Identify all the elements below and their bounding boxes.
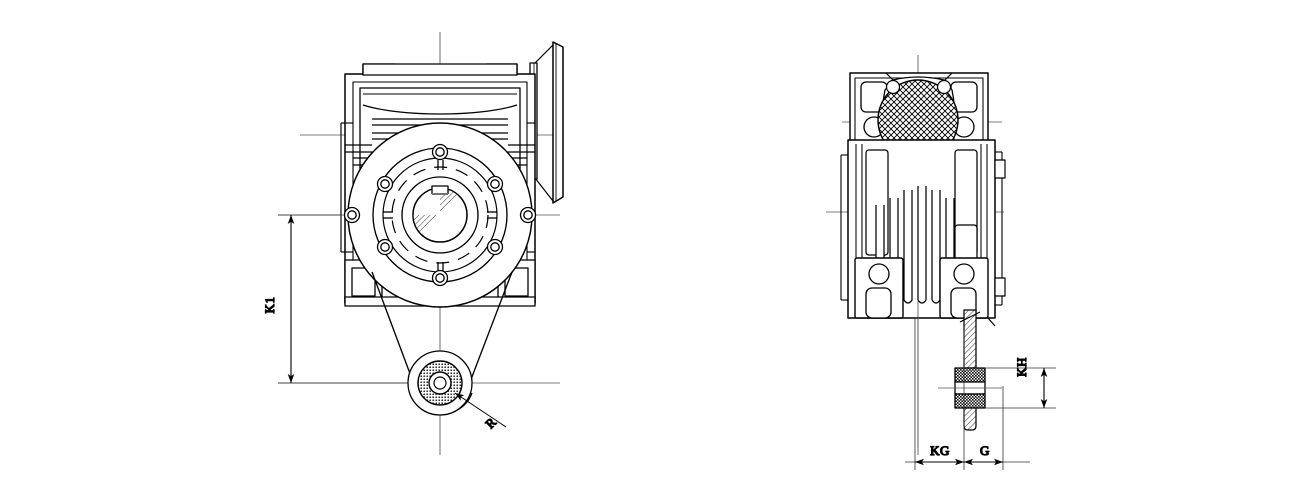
output-shaft-detail bbox=[917, 300, 1056, 448]
flange-side-hole-right bbox=[519, 206, 537, 224]
dimension-label-KH: KH bbox=[1014, 357, 1029, 377]
output-flange bbox=[343, 122, 537, 308]
dimension-K1: K1 bbox=[261, 214, 408, 384]
flange-side-hole-left bbox=[343, 206, 361, 224]
side-foot-blocks bbox=[854, 257, 996, 327]
dimension-label-KG: KG bbox=[930, 443, 950, 458]
dimension-KG-G: KG G bbox=[905, 318, 1030, 470]
dimension-label-G: G bbox=[980, 443, 990, 458]
front-view: K1 R bbox=[261, 32, 564, 455]
side-view: KH KG G bbox=[826, 55, 1056, 470]
dimension-KH: KH bbox=[1013, 356, 1048, 408]
flange-tick-marks bbox=[383, 160, 497, 272]
dimension-label-K1: K1 bbox=[262, 297, 277, 314]
